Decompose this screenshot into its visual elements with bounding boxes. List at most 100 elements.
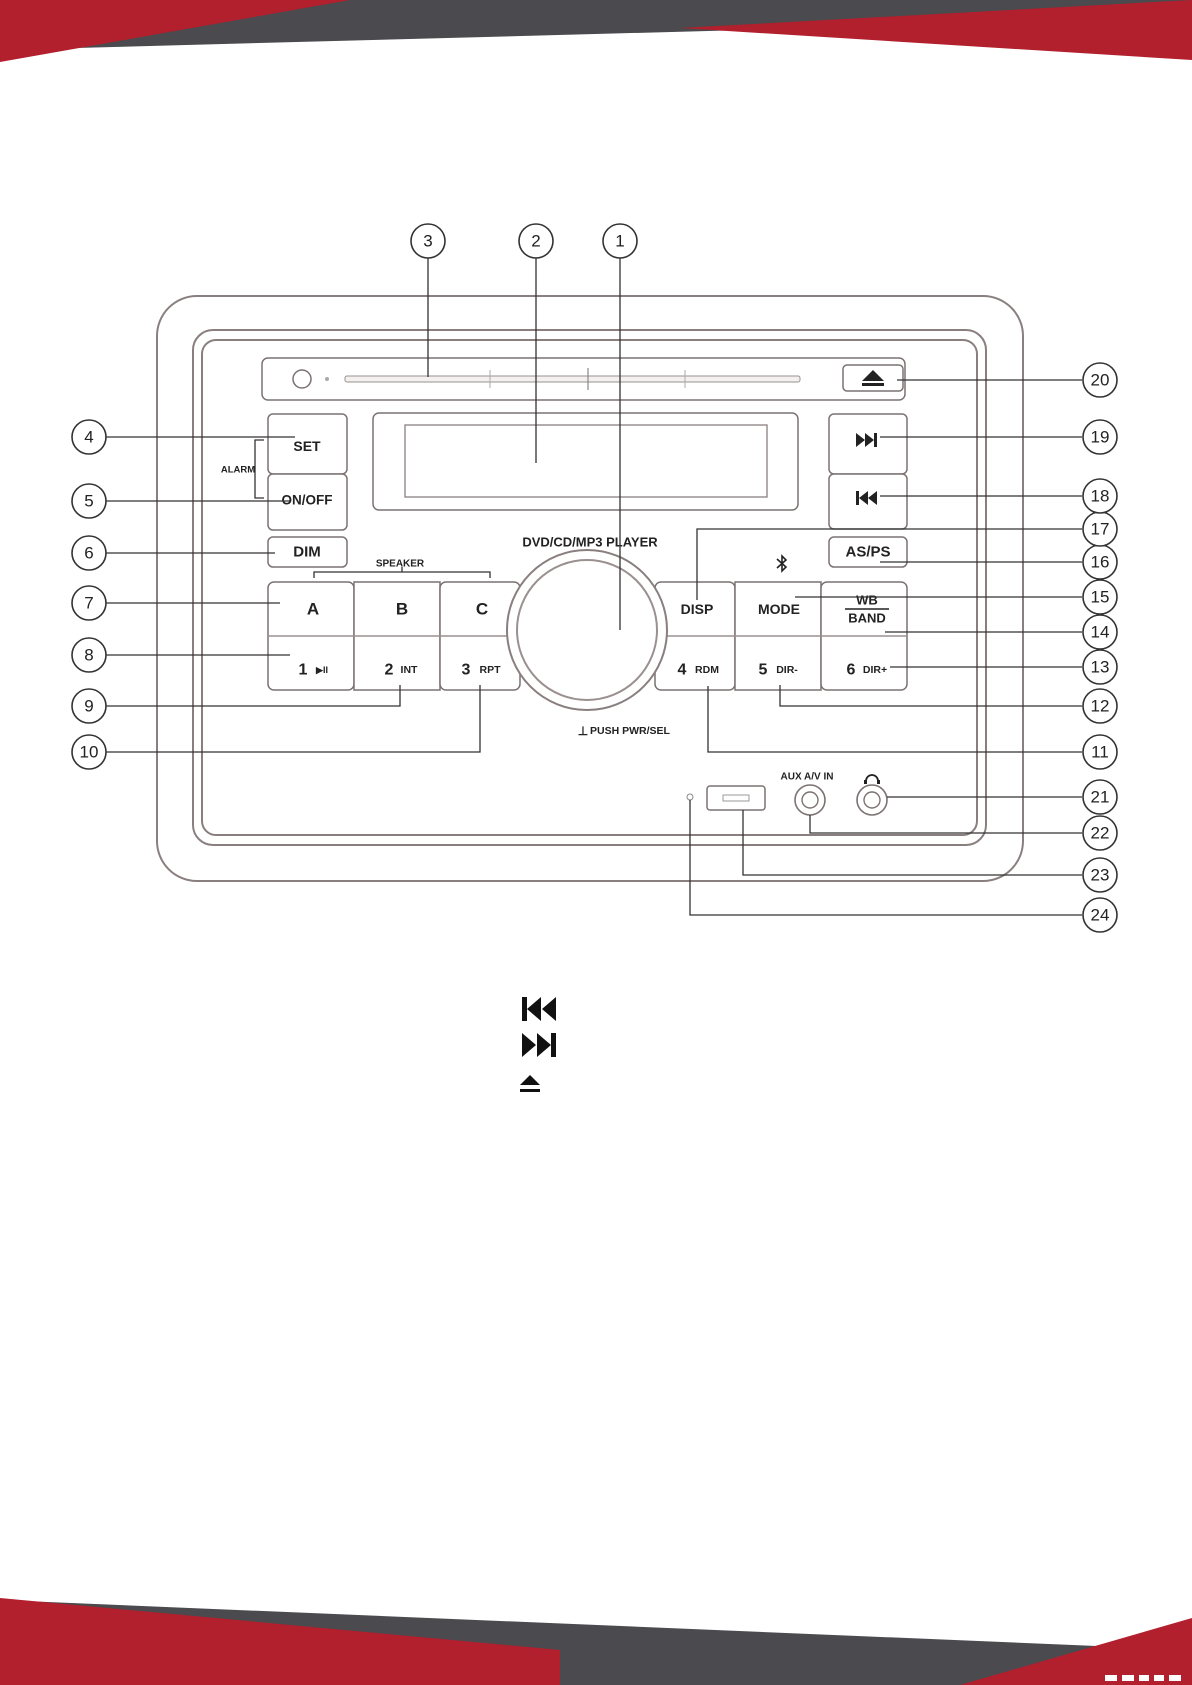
- callout-2: 2: [519, 224, 553, 258]
- callout-15: 15: [1083, 580, 1117, 614]
- next-track-button[interactable]: [829, 414, 907, 474]
- onoff-button[interactable]: ON/OFF: [268, 474, 347, 530]
- svg-text:6: 6: [84, 544, 93, 563]
- onoff-button-label: ON/OFF: [282, 493, 333, 508]
- svg-text:17: 17: [1091, 520, 1110, 539]
- svg-text:24: 24: [1091, 906, 1110, 925]
- legend: [520, 997, 556, 1092]
- callout-13: 13: [1083, 650, 1117, 684]
- speaker-a-button[interactable]: A: [270, 584, 352, 634]
- svg-text:3: 3: [423, 232, 432, 251]
- callout-21: 21: [1083, 780, 1117, 814]
- callout-10: 10: [72, 735, 106, 769]
- preset-5-dir-minus-button[interactable]: 5 DIR-: [759, 662, 799, 679]
- callout-9: 9: [72, 689, 106, 723]
- preset-5-number: 5: [759, 662, 768, 679]
- speaker-b-button[interactable]: B: [356, 584, 438, 634]
- preset-6-number: 6: [847, 662, 856, 679]
- svg-text:18: 18: [1091, 487, 1110, 506]
- svg-text:7: 7: [84, 594, 93, 613]
- alarm-label: ALARM: [221, 465, 255, 476]
- preset-1-sub: ▶II: [315, 665, 328, 675]
- mode-button-label: MODE: [758, 601, 800, 617]
- aux-input-jack[interactable]: [795, 785, 825, 815]
- preset-5-sub: DIR-: [776, 664, 798, 676]
- callout-17: 17: [1083, 512, 1117, 546]
- preset-4-rdm-button[interactable]: 4 RDM: [678, 662, 720, 679]
- lcd-display: [405, 425, 767, 497]
- svg-text:1: 1: [615, 232, 624, 251]
- model-label: DVD/CD/MP3 PLAYER: [522, 535, 658, 550]
- speaker-a-label: A: [307, 600, 319, 619]
- svg-text:5: 5: [84, 492, 93, 511]
- set-button-label: SET: [293, 438, 321, 454]
- speaker-c-label: C: [476, 600, 488, 619]
- headphone-jack[interactable]: [857, 785, 887, 815]
- preset-2-number: 2: [385, 662, 394, 679]
- callout-1: 1: [603, 224, 637, 258]
- svg-text:8: 8: [84, 646, 93, 665]
- svg-text:9: 9: [84, 697, 93, 716]
- svg-text:11: 11: [1091, 743, 1109, 762]
- svg-text:14: 14: [1091, 623, 1110, 642]
- preset-4-sub: RDM: [695, 664, 719, 676]
- preset-3-rpt-button[interactable]: 3 RPT: [462, 662, 502, 679]
- callout-5: 5: [72, 484, 106, 518]
- callout-18: 18: [1083, 479, 1117, 513]
- disp-button-label: DISP: [681, 601, 714, 617]
- push-pwr-sel-label: PUSH PWR/SEL: [590, 725, 671, 737]
- speaker-label: SPEAKER: [376, 559, 425, 570]
- preset-6-dir-plus-button[interactable]: 6 DIR+: [847, 662, 888, 679]
- band-label: BAND: [848, 611, 886, 626]
- mic-hole: [687, 794, 693, 800]
- svg-text:23: 23: [1091, 866, 1110, 885]
- wb-label: WB: [856, 593, 878, 608]
- svg-text:2: 2: [531, 232, 540, 251]
- preset-3-number: 3: [462, 662, 471, 679]
- preset-2-int-button[interactable]: 2 INT: [385, 662, 418, 679]
- callout-7: 7: [72, 586, 106, 620]
- prev-track-button[interactable]: [829, 474, 907, 529]
- svg-text:4: 4: [84, 428, 93, 447]
- svg-text:16: 16: [1091, 553, 1110, 572]
- set-button[interactable]: SET: [268, 414, 347, 474]
- callout-22: 22: [1083, 816, 1117, 850]
- alarm-bracket: ALARM: [221, 440, 264, 498]
- knob-label: ⊥ PUSH PWR/SEL: [578, 724, 671, 738]
- eject-button[interactable]: [843, 365, 903, 391]
- eject-icon: [520, 1075, 540, 1092]
- callout-24: 24: [1083, 898, 1117, 932]
- bottom-banner: [0, 1598, 1192, 1685]
- svg-text:10: 10: [80, 743, 99, 762]
- dim-button[interactable]: DIM: [268, 537, 347, 567]
- footer-marks: [1105, 1675, 1181, 1681]
- callout-11: 11: [1083, 735, 1117, 769]
- preset-3-sub: RPT: [480, 664, 502, 676]
- preset-1-number: 1: [299, 662, 308, 679]
- svg-text:22: 22: [1091, 824, 1110, 843]
- callout-23: 23: [1083, 858, 1117, 892]
- callout-6: 6: [72, 536, 106, 570]
- headphone-icon: [864, 775, 880, 784]
- usb-port[interactable]: [707, 786, 765, 810]
- callout-16: 16: [1083, 545, 1117, 579]
- callout-3: 3: [411, 224, 445, 258]
- bluetooth-icon: [777, 556, 786, 571]
- svg-text:19: 19: [1091, 428, 1110, 447]
- disc-slot: [345, 376, 800, 382]
- skip-next-icon: [522, 1033, 556, 1057]
- disp-button[interactable]: DISP: [681, 601, 714, 617]
- callout-14: 14: [1083, 615, 1117, 649]
- callout-19: 19: [1083, 420, 1117, 454]
- aux-label: AUX A/V IN: [781, 772, 834, 783]
- preset-6-sub: DIR+: [863, 664, 887, 676]
- volume-knob[interactable]: [507, 550, 667, 710]
- preset-4-number: 4: [678, 662, 687, 679]
- speaker-b-label: B: [396, 600, 408, 619]
- asps-button-label: AS/PS: [845, 544, 890, 561]
- svg-text:⊥: ⊥: [578, 724, 588, 738]
- svg-text:13: 13: [1091, 658, 1110, 677]
- mode-button[interactable]: MODE: [758, 601, 800, 617]
- skip-previous-icon: [522, 997, 556, 1021]
